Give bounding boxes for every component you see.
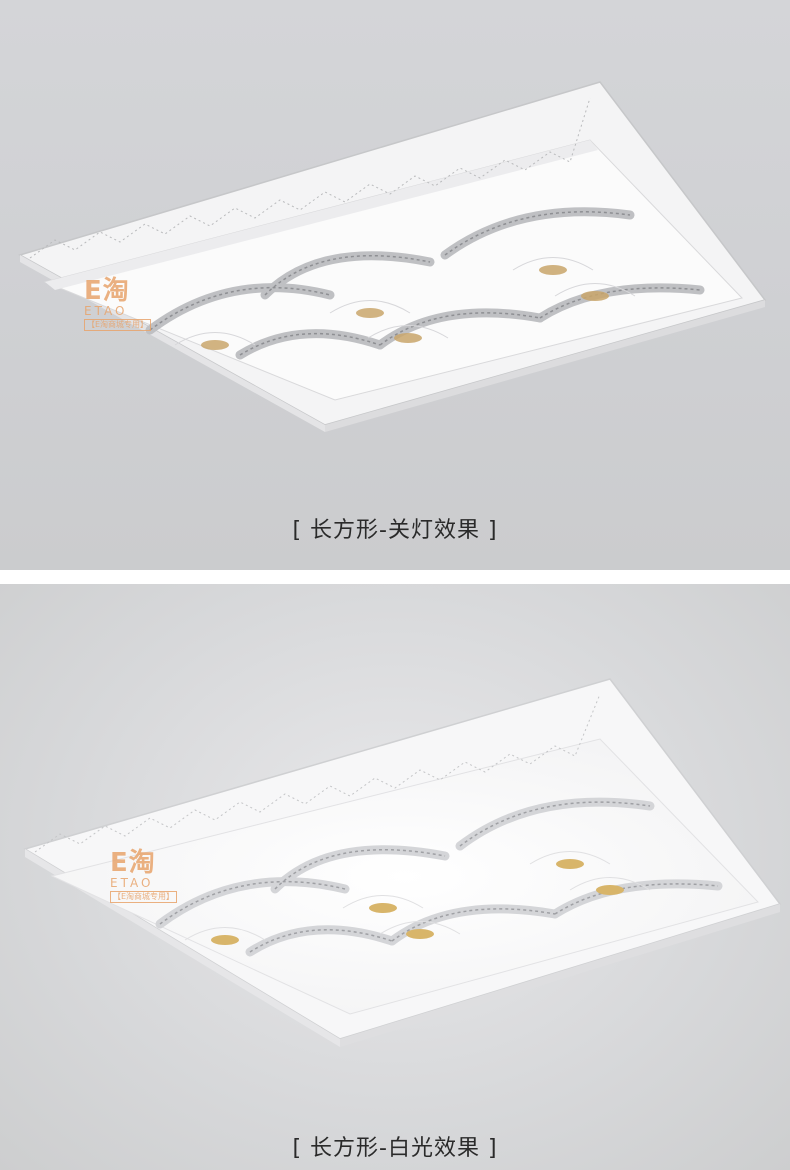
- watermark-tag-text: 【E淘商城专用】: [84, 319, 152, 331]
- watermark-sub-text: ETAO: [84, 304, 128, 318]
- ceiling-lamp-on-illustration: [23, 678, 782, 1047]
- caption-lights-off: [ 长方形-关灯效果 ]: [292, 518, 498, 543]
- watermark-logo-text: E淘: [84, 276, 130, 306]
- watermark-logo: E淘 ETAO 【E淘商城专用】: [84, 276, 152, 331]
- watermark-logo: E淘 ETAO 【E淘商城专用】: [110, 848, 178, 903]
- watermark-sub-text: ETAO: [110, 876, 154, 890]
- ceiling-lamp-off-illustration: [18, 81, 767, 432]
- watermark-tag-text: 【E淘商城专用】: [110, 891, 178, 903]
- caption-white-light: [ 长方形-白光效果 ]: [292, 1136, 498, 1161]
- section-divider: [0, 570, 790, 584]
- watermark-logo-text: E淘: [110, 848, 156, 878]
- product-image-white-light: E淘 ETAO 【E淘商城专用】 [ 长方形-白光效果 ]: [0, 584, 790, 1170]
- product-image-lights-off: E淘 ETAO 【E淘商城专用】 [ 长方形-关灯效果 ]: [0, 0, 790, 570]
